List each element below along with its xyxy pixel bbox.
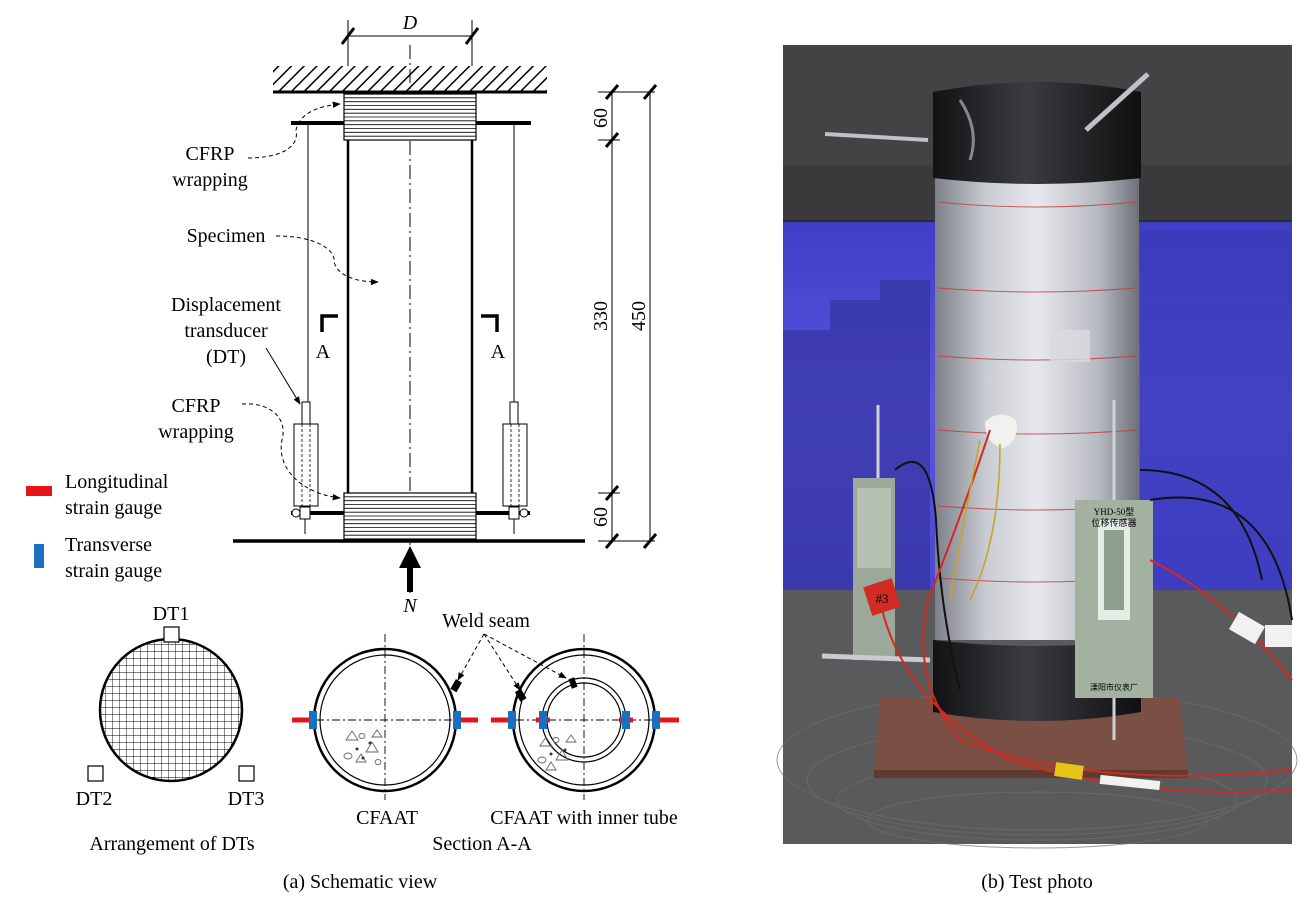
section-caption: Section A-A — [432, 833, 532, 855]
legend-transverse-1: Transverse — [65, 534, 152, 556]
caption-b: (b) Test photo — [981, 871, 1093, 893]
cfrp-bottom-leader — [241, 403, 341, 501]
photo-dt-label-top: YHD-50型 — [1094, 507, 1135, 517]
elevation-view: D 60 330 60 450 A A N CFR — [158, 12, 658, 617]
legend-longitudinal-1: Longitudinal — [65, 471, 169, 493]
specimen-label: Specimen — [187, 225, 266, 247]
dt-leader — [265, 347, 301, 405]
diameter-dimension: D — [340, 12, 480, 66]
photo-dt-label-mid: 位移传感器 — [1091, 517, 1136, 528]
dt-label-1: Displacement — [171, 294, 281, 316]
cfrp-bottom-label-1: CFRP — [172, 395, 221, 417]
cfrp-top-label-1: CFRP — [186, 143, 235, 165]
dim-d-label: D — [402, 12, 418, 34]
weld-seam-cfaat — [450, 679, 462, 693]
photo-tag-left: #3 — [876, 591, 889, 606]
dt2-label: DT2 — [76, 788, 113, 810]
cfrp-top-label-2: wrapping — [172, 169, 248, 191]
caption-a: (a) Schematic view — [283, 871, 438, 893]
legend-transverse-2: strain gauge — [65, 560, 162, 582]
weld-seam-label: Weld seam — [442, 610, 530, 632]
cfaat-label: CFAAT — [356, 807, 418, 829]
cfrp-bottom-label-2: wrapping — [158, 421, 234, 443]
dim-330: 330 — [590, 301, 612, 331]
weld-seam-outer — [514, 688, 527, 702]
legend-swatch-longitudinal — [26, 486, 52, 496]
height-dimensions — [598, 84, 658, 549]
dt2-box — [87, 765, 104, 782]
arrangement-caption: Arrangement of DTs — [89, 833, 254, 855]
dim-450: 450 — [628, 301, 650, 331]
cfaat-inner-label: CFAAT with inner tube — [490, 807, 678, 829]
load-label: N — [402, 595, 418, 617]
cfrp-top-band — [343, 93, 477, 141]
dim-bottom-60: 60 — [590, 507, 612, 527]
cfrp-top-leader — [247, 101, 341, 159]
dt1-box — [163, 626, 180, 643]
legend-longitudinal-2: strain gauge — [65, 497, 162, 519]
test-photo: YHD-50型 位移传感器 溧阳市仪表厂 #3 — [776, 45, 1298, 849]
weld-seam-leaders — [457, 633, 567, 691]
section-mark-right — [481, 314, 499, 332]
weld-seam-inner — [568, 677, 578, 689]
legend: Longitudinal strain gauge Transverse str… — [26, 471, 169, 582]
dt-left — [291, 123, 319, 534]
dt-arrangement: DT1 DT2 DT3 Arrangement of DTs — [76, 603, 265, 855]
cfaat-inner-section: CFAAT with inner tube — [490, 634, 679, 829]
specimen-leader — [275, 235, 379, 286]
dim-top-60: 60 — [590, 108, 612, 128]
section-aa: CFAAT CFAAT with inner tube — [292, 610, 679, 855]
dt-label-3: (DT) — [206, 346, 246, 368]
cfaat-section: CFAAT — [292, 634, 478, 829]
cfrp-bottom-band — [343, 492, 477, 540]
legend-swatch-transverse — [34, 544, 44, 568]
dt-right — [502, 123, 529, 534]
section-mark-left — [320, 314, 338, 332]
dt1-label: DT1 — [153, 603, 190, 625]
section-label-right: A — [491, 341, 506, 363]
load-arrow-head — [399, 546, 421, 568]
section-label-left: A — [316, 341, 331, 363]
dt-label-2: transducer — [184, 320, 268, 342]
dt3-box — [238, 765, 255, 782]
dt3-label: DT3 — [228, 788, 265, 810]
photo-dt-label-bot: 溧阳市仪表厂 — [1090, 682, 1138, 692]
